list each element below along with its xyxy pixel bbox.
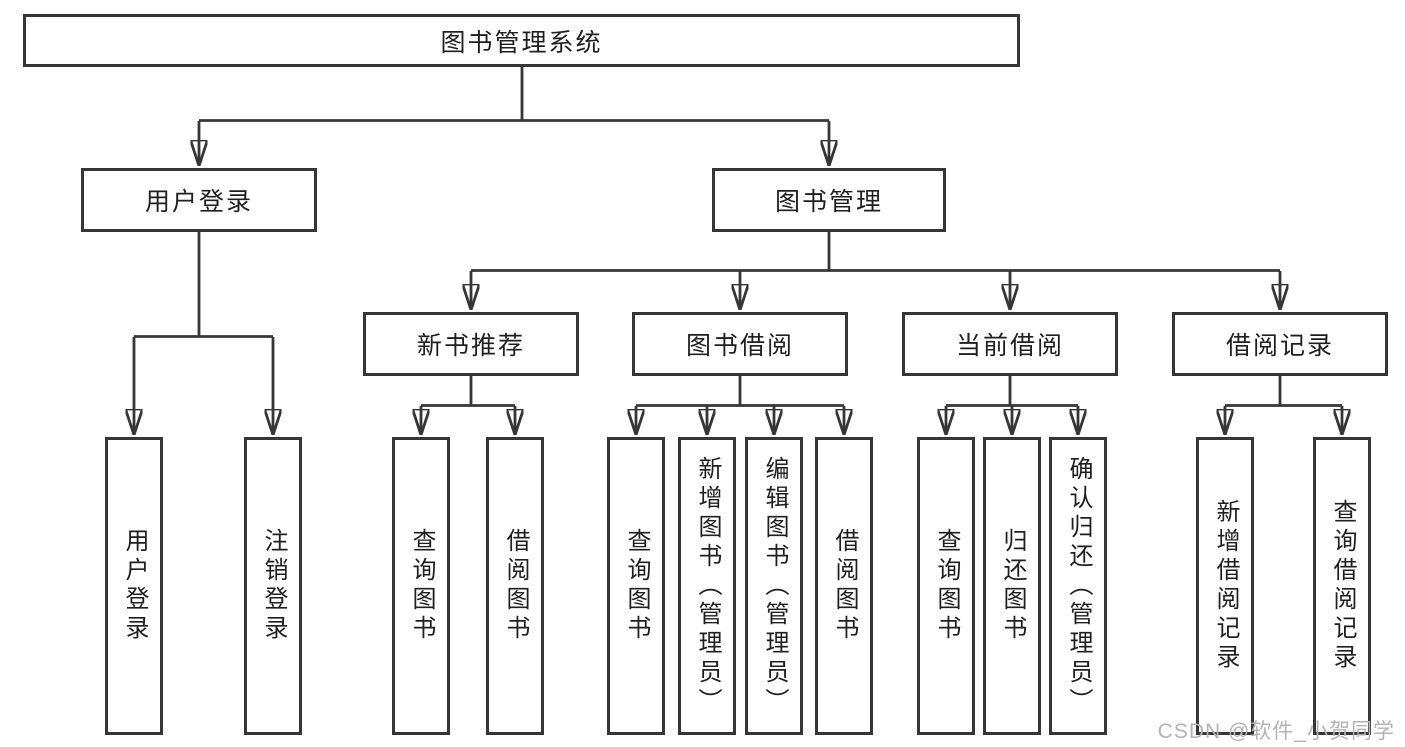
node-book-management: 图书管理 — [712, 168, 946, 232]
node-label: 借阅记录 — [1225, 332, 1334, 360]
node-borrowsec-borrow-leaf: 借阅图书 — [815, 437, 873, 735]
node-label: 用户登录 — [144, 188, 253, 216]
node-borrowsec-query-leaf: 查询图书 — [607, 437, 665, 735]
node-user-login-leaf: 用户登录 — [105, 437, 163, 735]
node-label: 借阅图书 — [502, 528, 529, 644]
node-label: 图书管理系统 — [440, 28, 603, 57]
node-label: 借阅图书 — [831, 528, 858, 644]
csdn-watermark: CSDN @软件_小贺同学 — [1157, 720, 1395, 743]
node-new-book-recommend: 新书推荐 — [363, 312, 579, 376]
node-label: 新增借阅记录 — [1212, 499, 1239, 673]
node-label: 查询借阅记录 — [1329, 499, 1356, 673]
node-root: 图书管理系统 — [23, 14, 1020, 67]
node-label: 用户登录 — [121, 528, 148, 644]
node-current-return-leaf: 归还图书 — [983, 437, 1041, 735]
node-current-borrow: 当前借阅 — [902, 312, 1118, 376]
node-label: 图书管理 — [774, 188, 883, 216]
node-label: 新增图书（管理员） — [694, 455, 721, 717]
node-label: 查询图书 — [933, 528, 960, 644]
node-label: 注销登录 — [260, 528, 287, 644]
node-records-query-leaf: 查询借阅记录 — [1313, 437, 1371, 735]
node-label: 查询图书 — [623, 528, 650, 644]
node-book-borrow: 图书借阅 — [632, 312, 848, 376]
node-label: 确认归还（管理员） — [1065, 455, 1092, 717]
node-logout-leaf: 注销登录 — [244, 437, 302, 735]
node-current-query-leaf: 查询图书 — [917, 437, 975, 735]
node-newbooks-borrow-leaf: 借阅图书 — [486, 437, 544, 735]
node-current-confirm-leaf: 确认归还（管理员） — [1049, 437, 1107, 735]
node-borrowsec-edit-leaf: 编辑图书（管理员） — [745, 437, 803, 735]
node-label: 编辑图书（管理员） — [761, 455, 788, 717]
node-label: 归还图书 — [999, 528, 1026, 644]
node-borrow-records: 借阅记录 — [1172, 312, 1388, 376]
node-label: 新书推荐 — [416, 332, 525, 360]
node-user-login-branch: 用户登录 — [81, 168, 317, 232]
node-borrowsec-add-leaf: 新增图书（管理员） — [678, 437, 736, 735]
node-label: 当前借阅 — [955, 332, 1064, 360]
node-label: 查询图书 — [408, 528, 435, 644]
node-newbooks-query-leaf: 查询图书 — [392, 437, 450, 735]
node-label: 图书借阅 — [685, 332, 794, 360]
node-records-add-leaf: 新增借阅记录 — [1196, 437, 1254, 735]
